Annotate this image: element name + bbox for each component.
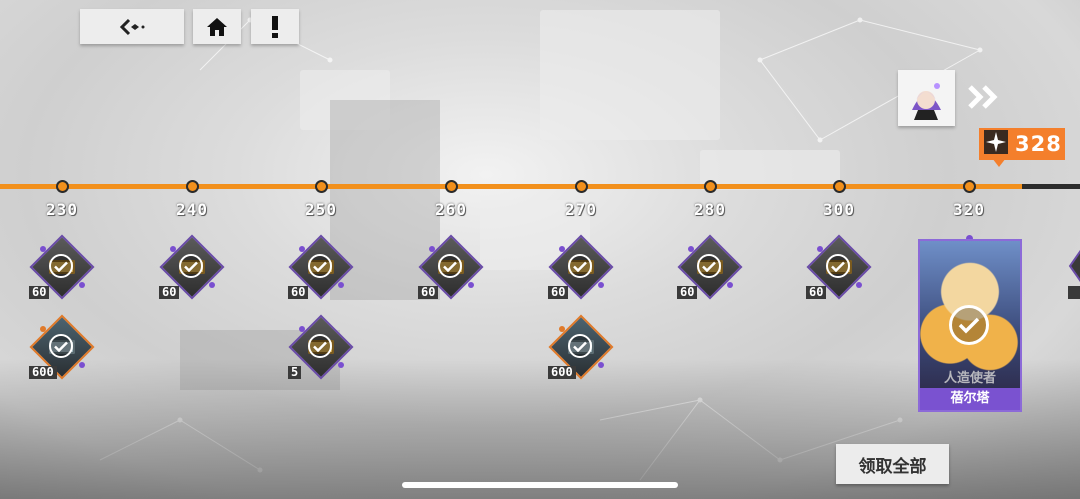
reward-quantity: 600 [548,366,576,379]
reward-quantity: 60 [677,286,698,299]
rarity-dot [79,282,85,288]
progress-node [445,180,458,193]
reward-quantity: 60 [806,286,827,299]
next-reward-avatar[interactable] [898,70,955,126]
reward-tier-dot [966,235,973,242]
rarity-dot [559,246,565,252]
score-value: 328 [1015,132,1062,156]
double-chevron-right-icon [968,84,1000,114]
claimed-check-icon [949,305,989,345]
progress-node [833,180,846,193]
tier-label: 240 [176,200,208,219]
rarity-dot [598,362,604,368]
reward-item[interactable]: 60 [804,234,874,306]
reward-item[interactable]: 60 [675,234,745,306]
rarity-dot [299,326,305,332]
tier-label: 320 [953,200,985,219]
rarity-dot [468,282,474,288]
rarity-dot [688,246,694,252]
character-avatar-icon [898,70,955,130]
rarity-dot [429,246,435,252]
home-icon [206,17,228,37]
reward-item[interactable]: 60 [546,234,616,306]
reward-quantity: 5 [288,366,302,379]
claimed-check-icon [308,334,332,358]
claimed-check-icon [308,254,332,278]
claimed-check-icon [697,254,721,278]
back-button[interactable] [80,9,184,44]
progress-track-remaining [1022,184,1080,189]
info-button[interactable] [251,9,299,44]
rarity-dot [856,282,862,288]
tier-label: 280 [694,200,726,219]
score-pointer [992,158,1006,167]
rarity-dot [209,282,215,288]
claimed-check-icon [179,254,203,278]
reward-item[interactable]: 60 [157,234,227,306]
progress-node [315,180,328,193]
tier-label: 230 [46,200,78,219]
progress-node [575,180,588,193]
progress-node [186,180,199,193]
reward-item[interactable]: 600 [546,314,616,386]
claimed-check-icon [826,254,850,278]
reward-quantity: 60 [548,286,569,299]
progress-node [704,180,717,193]
reward-item[interactable]: 60 [416,234,486,306]
rarity-dot [727,282,733,288]
tier-label: 270 [565,200,597,219]
rarity-dot [299,246,305,252]
progress-track-filled [0,184,1022,189]
claimed-check-icon [49,334,73,358]
reward-item[interactable]: 5 [286,314,356,386]
claimed-check-icon [568,254,592,278]
rarity-dot [40,246,46,252]
star-icon [983,129,1009,159]
claim-all-button[interactable]: 领取全部 [836,444,949,484]
claimed-check-icon [49,254,73,278]
rarity-dot [79,362,85,368]
home-button[interactable] [193,9,241,44]
rarity-dot [598,282,604,288]
reward-quantity: 60 [418,286,439,299]
reward-item[interactable]: 600 [27,314,97,386]
tier-label: 260 [435,200,467,219]
rarity-dot [338,362,344,368]
reward-quantity: 60 [159,286,180,299]
character-subtitle: 人造使者 [943,371,996,386]
tier-label: 250 [305,200,337,219]
score-badge: 328 [979,128,1065,160]
reward-item[interactable]: 60 [286,234,356,306]
character-reward-card[interactable]: 人造使者 蓓尔塔 [918,239,1022,412]
home-indicator[interactable] [402,482,678,488]
rarity-dot [40,326,46,332]
claimed-check-icon [568,334,592,358]
partial-reward-item[interactable] [1066,236,1080,306]
reward-quantity: 60 [288,286,309,299]
exclamation-icon [271,15,279,38]
claimed-check-icon [438,254,462,278]
progress-node [56,180,69,193]
tier-label: 300 [823,200,855,219]
back-icon [119,18,145,36]
character-name: 蓓尔塔 [920,388,1020,410]
rarity-dot [170,246,176,252]
reward-quantity: 600 [29,366,57,379]
rarity-dot [559,326,565,332]
rarity-dot [817,246,823,252]
reward-item[interactable]: 60 [27,234,97,306]
rarity-dot [338,282,344,288]
reward-quantity: 60 [29,286,50,299]
progress-node [963,180,976,193]
